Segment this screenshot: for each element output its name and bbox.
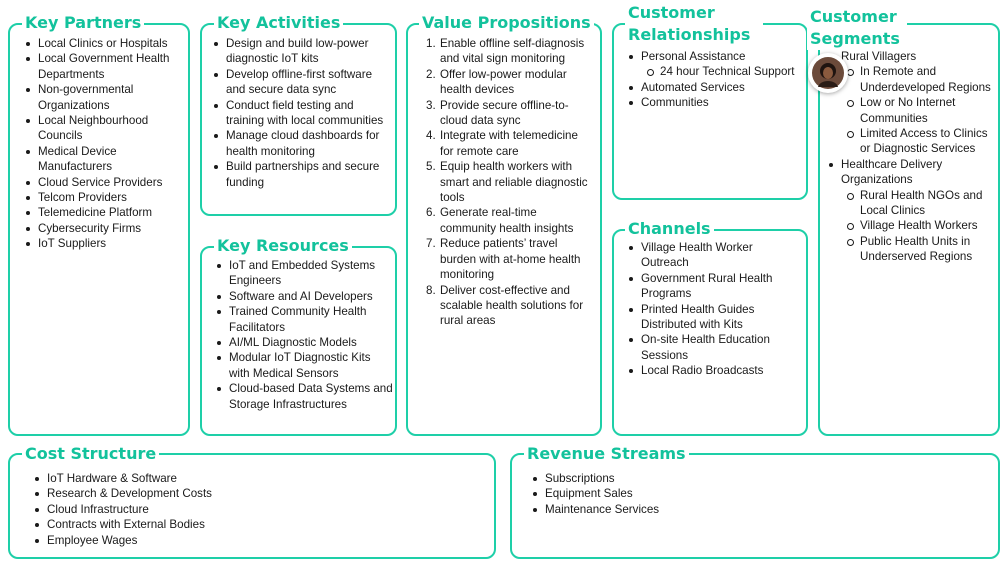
- list-item: Medical Device Manufacturers: [24, 144, 186, 175]
- list-item: IoT Hardware & Software: [33, 471, 473, 486]
- list-item: Local Neighbourhood Councils: [24, 113, 186, 144]
- list-item: Subscriptions: [531, 471, 971, 486]
- sub-list-item: 24 hour Technical Support: [641, 64, 803, 79]
- list-item: Equipment Sales: [531, 486, 971, 501]
- list-item: AI/ML Diagnostic Models: [215, 335, 393, 350]
- list-item: 5.Equip health workers with smart and re…: [426, 160, 588, 205]
- list-item: Conduct field testing and training with …: [212, 98, 392, 129]
- list-item: Healthcare Delivery Organizations Rural …: [827, 157, 995, 265]
- channels-list: Village Health Worker Outreach Governmen…: [627, 240, 803, 379]
- revenue-streams-list: Subscriptions Equipment Sales Maintenanc…: [531, 471, 971, 517]
- customer-relationships-list: Personal Assistance 24 hour Technical Su…: [627, 49, 803, 111]
- list-item: Research & Development Costs: [33, 486, 473, 501]
- list-item: Village Health Worker Outreach: [627, 240, 803, 271]
- value-propositions-box: [406, 23, 602, 436]
- customer-relationships-title: Customer Relationships: [625, 2, 763, 46]
- list-item: On-site Health Education Sessions: [627, 332, 803, 363]
- list-item: 3.Provide secure offline-to-cloud data s…: [426, 98, 569, 128]
- value-propositions-content: 1.Enable offline self-diagnosis and vita…: [426, 36, 592, 329]
- sub-list-item: Rural Health NGOs and Local Clinics: [841, 188, 995, 219]
- key-activities-content: Design and build low-power diagnostic Io…: [212, 36, 392, 190]
- customer-segments-list: Rural Villagers In Remote and Underdevel…: [827, 49, 995, 265]
- list-item: IoT and Embedded Systems Engineers: [215, 258, 393, 289]
- revenue-streams-content: Subscriptions Equipment Sales Maintenanc…: [531, 471, 971, 517]
- list-item: IoT Suppliers: [24, 236, 186, 251]
- list-item: Build partnerships and secure funding: [212, 159, 392, 190]
- avatar-face-icon: [812, 57, 844, 89]
- list-item: 7.Reduce patients’ travel burden with at…: [426, 237, 581, 282]
- list-item: 8.Deliver cost-effective and scalable he…: [426, 283, 584, 328]
- list-item: Contracts with External Bodies: [33, 517, 473, 532]
- list-item: Printed Health Guides Distributed with K…: [627, 302, 803, 333]
- key-partners-box: [8, 23, 190, 436]
- list-item: Non-governmental Organizations: [24, 82, 186, 113]
- list-item: Design and build low-power diagnostic Io…: [212, 36, 392, 67]
- list-item: Cloud Service Providers: [24, 175, 186, 190]
- channels-title: Channels: [625, 219, 714, 238]
- list-item: Manage cloud dashboards for health monit…: [212, 128, 392, 159]
- list-item: Modular IoT Diagnostic Kits with Medical…: [215, 350, 393, 381]
- list-item: Telemedicine Platform: [24, 205, 186, 220]
- list-item: Rural Villagers In Remote and Underdevel…: [827, 49, 995, 157]
- key-resources-list: IoT and Embedded Systems Engineers Softw…: [215, 258, 393, 412]
- key-activities-title: Key Activities: [214, 13, 344, 32]
- cost-structure-title: Cost Structure: [22, 444, 160, 463]
- key-partners-list: Local Clinics or Hospitals Local Governm…: [24, 36, 186, 252]
- key-partners-title: Key Partners: [22, 13, 145, 32]
- sub-list: 24 hour Technical Support: [641, 64, 803, 79]
- customer-segments-title: Customer Segments: [807, 6, 907, 50]
- list-item: Communities: [627, 95, 803, 110]
- key-resources-title: Key Resources: [214, 236, 352, 255]
- cost-structure-box: [8, 453, 496, 559]
- list-item: Government Rural Health Programs: [627, 271, 803, 302]
- sub-list-item: Limited Access to Clinics or Diagnostic …: [841, 126, 995, 157]
- sub-list-item: In Remote and Underdeveloped Regions: [841, 64, 995, 95]
- customer-relationships-box: [612, 23, 808, 200]
- list-item: Telcom Providers: [24, 190, 186, 205]
- list-item: Local Clinics or Hospitals: [24, 36, 186, 51]
- list-item: Trained Community Health Facilitators: [215, 304, 393, 335]
- user-avatar-icon[interactable]: [808, 53, 848, 93]
- cost-structure-content: IoT Hardware & Software Research & Devel…: [33, 471, 473, 548]
- list-item: Cybersecurity Firms: [24, 221, 186, 236]
- list-item: Develop offline-first software and secur…: [212, 67, 392, 98]
- list-item: Automated Services: [627, 80, 803, 95]
- list-item: Cloud-based Data Systems and Storage Inf…: [215, 381, 393, 412]
- list-item: Cloud Infrastructure: [33, 502, 473, 517]
- sub-list: In Remote and Underdeveloped Regions Low…: [841, 64, 995, 156]
- list-item: 1.Enable offline self-diagnosis and vita…: [426, 37, 585, 66]
- list-item: 6.Generate real-time community health in…: [426, 206, 574, 235]
- customer-relationships-content: Personal Assistance 24 hour Technical Su…: [627, 49, 803, 111]
- cost-structure-list: IoT Hardware & Software Research & Devel…: [33, 471, 473, 548]
- list-item: Local Government Health Departments: [24, 51, 186, 82]
- list-item: 4.Integrate with telemedicine for remote…: [426, 129, 578, 158]
- key-activities-list: Design and build low-power diagnostic Io…: [212, 36, 392, 190]
- value-propositions-list: 1.Enable offline self-diagnosis and vita…: [426, 36, 592, 329]
- value-propositions-title: Value Propositions: [419, 13, 594, 32]
- key-activities-box: [200, 23, 397, 216]
- sub-list: Rural Health NGOs and Local Clinics Vill…: [841, 188, 995, 265]
- key-partners-content: Local Clinics or Hospitals Local Governm…: [24, 36, 186, 252]
- sub-list-item: Village Health Workers: [841, 218, 995, 233]
- list-item: Personal Assistance 24 hour Technical Su…: [627, 49, 803, 80]
- list-item: Software and AI Developers: [215, 289, 393, 304]
- channels-content: Village Health Worker Outreach Governmen…: [627, 240, 803, 379]
- sub-list-item: Public Health Units in Underserved Regio…: [841, 234, 995, 265]
- customer-segments-content: Rural Villagers In Remote and Underdevel…: [827, 49, 995, 265]
- list-item: Employee Wages: [33, 533, 473, 548]
- list-item: 2.Offer low-power modular health devices: [426, 67, 567, 97]
- list-item: Local Radio Broadcasts: [627, 363, 803, 378]
- key-resources-box: [200, 246, 397, 436]
- key-resources-content: IoT and Embedded Systems Engineers Softw…: [215, 258, 393, 412]
- sub-list-item: Low or No Internet Communities: [841, 95, 995, 126]
- revenue-streams-box: [510, 453, 1000, 559]
- revenue-streams-title: Revenue Streams: [524, 444, 689, 463]
- list-item: Maintenance Services: [531, 502, 971, 517]
